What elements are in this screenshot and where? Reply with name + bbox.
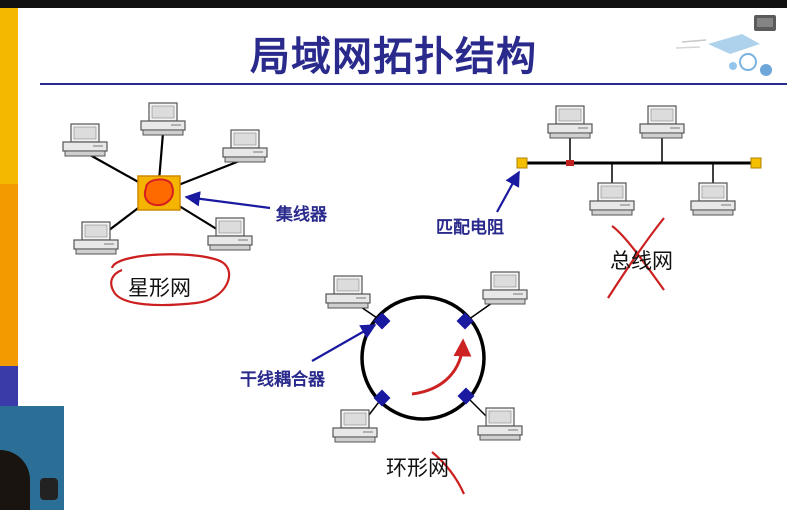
computer-icon	[73, 221, 119, 255]
hub-label: 集线器	[276, 205, 327, 225]
red-annotation-cross	[607, 217, 665, 299]
computer-icon	[207, 217, 253, 251]
left-accent-bar-blue	[0, 366, 18, 406]
star-network-caption: 星形网	[128, 276, 191, 300]
computer-icon	[639, 105, 685, 139]
terminator-label: 匹配电阻	[436, 218, 504, 238]
terminator-icon	[750, 157, 762, 169]
computer-icon	[325, 275, 371, 309]
computer-icon	[482, 271, 528, 305]
coupler-label: 干线耦合器	[240, 370, 325, 390]
computer-icon	[222, 129, 268, 163]
red-annotation-circle	[110, 253, 231, 307]
title-underline	[40, 83, 787, 85]
computer-icon	[547, 105, 593, 139]
computer-icon	[140, 102, 186, 136]
computer-icon	[589, 182, 635, 216]
slide-title: 局域网拓扑结构	[250, 34, 537, 80]
ring-network-caption: 环形网	[386, 456, 449, 480]
computer-icon	[62, 123, 108, 157]
star-network	[62, 102, 271, 307]
ring-network	[311, 271, 528, 495]
hub-icon	[137, 175, 181, 211]
microphone-icon	[40, 478, 58, 500]
bus-network-caption: 总线网	[610, 249, 673, 273]
network-logo-icon	[675, 15, 776, 76]
red-annotation-cross	[431, 451, 466, 495]
terminator-icon	[516, 157, 528, 169]
computer-icon	[477, 407, 523, 441]
left-accent-bar-yellow	[0, 8, 18, 184]
computer-icon	[690, 182, 736, 216]
computer-icon	[332, 409, 378, 443]
top-frame-bar	[0, 0, 787, 8]
bus-network	[496, 105, 762, 299]
coupler-icon	[373, 312, 475, 407]
left-accent-bar-orange	[0, 184, 18, 366]
